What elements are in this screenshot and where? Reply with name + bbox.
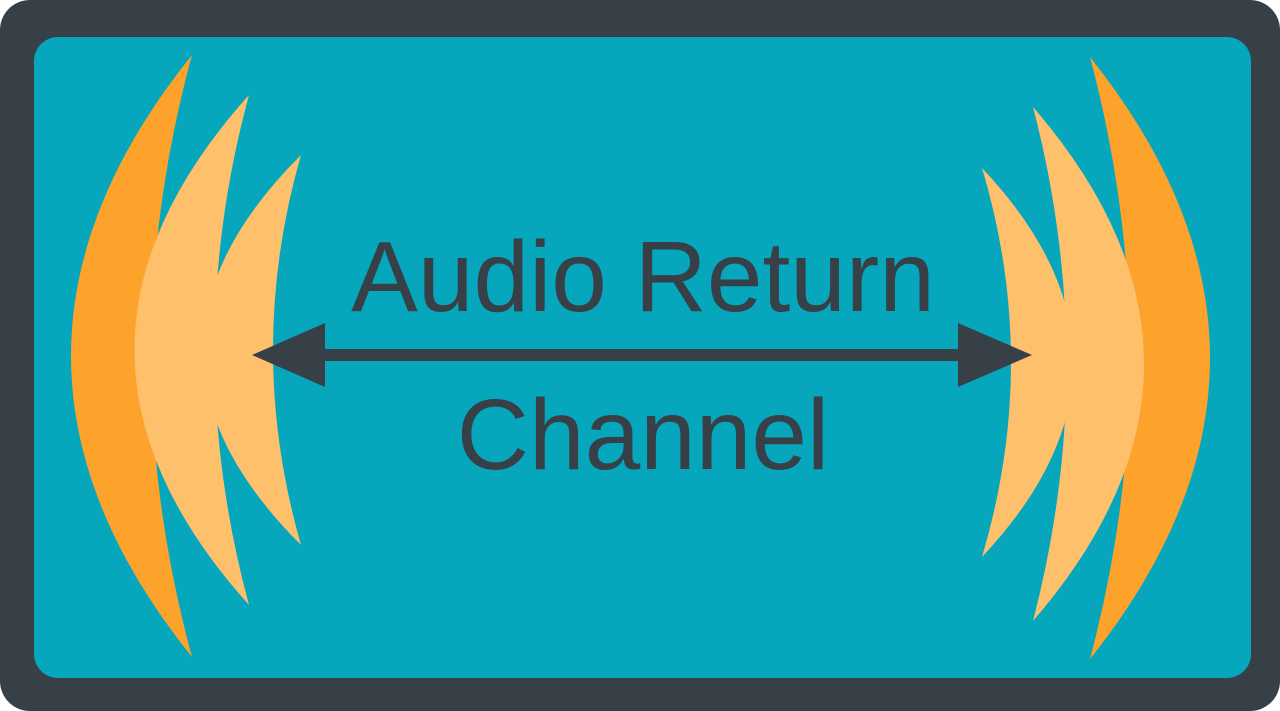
sound-waves-right-icon	[982, 57, 1210, 659]
wave-right-outer	[1090, 57, 1210, 659]
wave-right-inner	[982, 168, 1074, 557]
arrow-head-right	[958, 323, 1032, 387]
double-headed-arrow-icon	[252, 323, 1032, 387]
title-line-2: Channel	[457, 379, 830, 491]
sound-waves-left-icon	[71, 55, 301, 657]
wave-left-inner	[203, 155, 301, 545]
wave-left-middle	[134, 95, 249, 605]
wave-left-outer	[71, 55, 192, 657]
arrow-shaft	[318, 349, 964, 361]
title-line-1: Audio Return	[351, 221, 935, 333]
wave-right-middle	[1033, 107, 1144, 621]
arrow-head-left	[252, 323, 325, 387]
